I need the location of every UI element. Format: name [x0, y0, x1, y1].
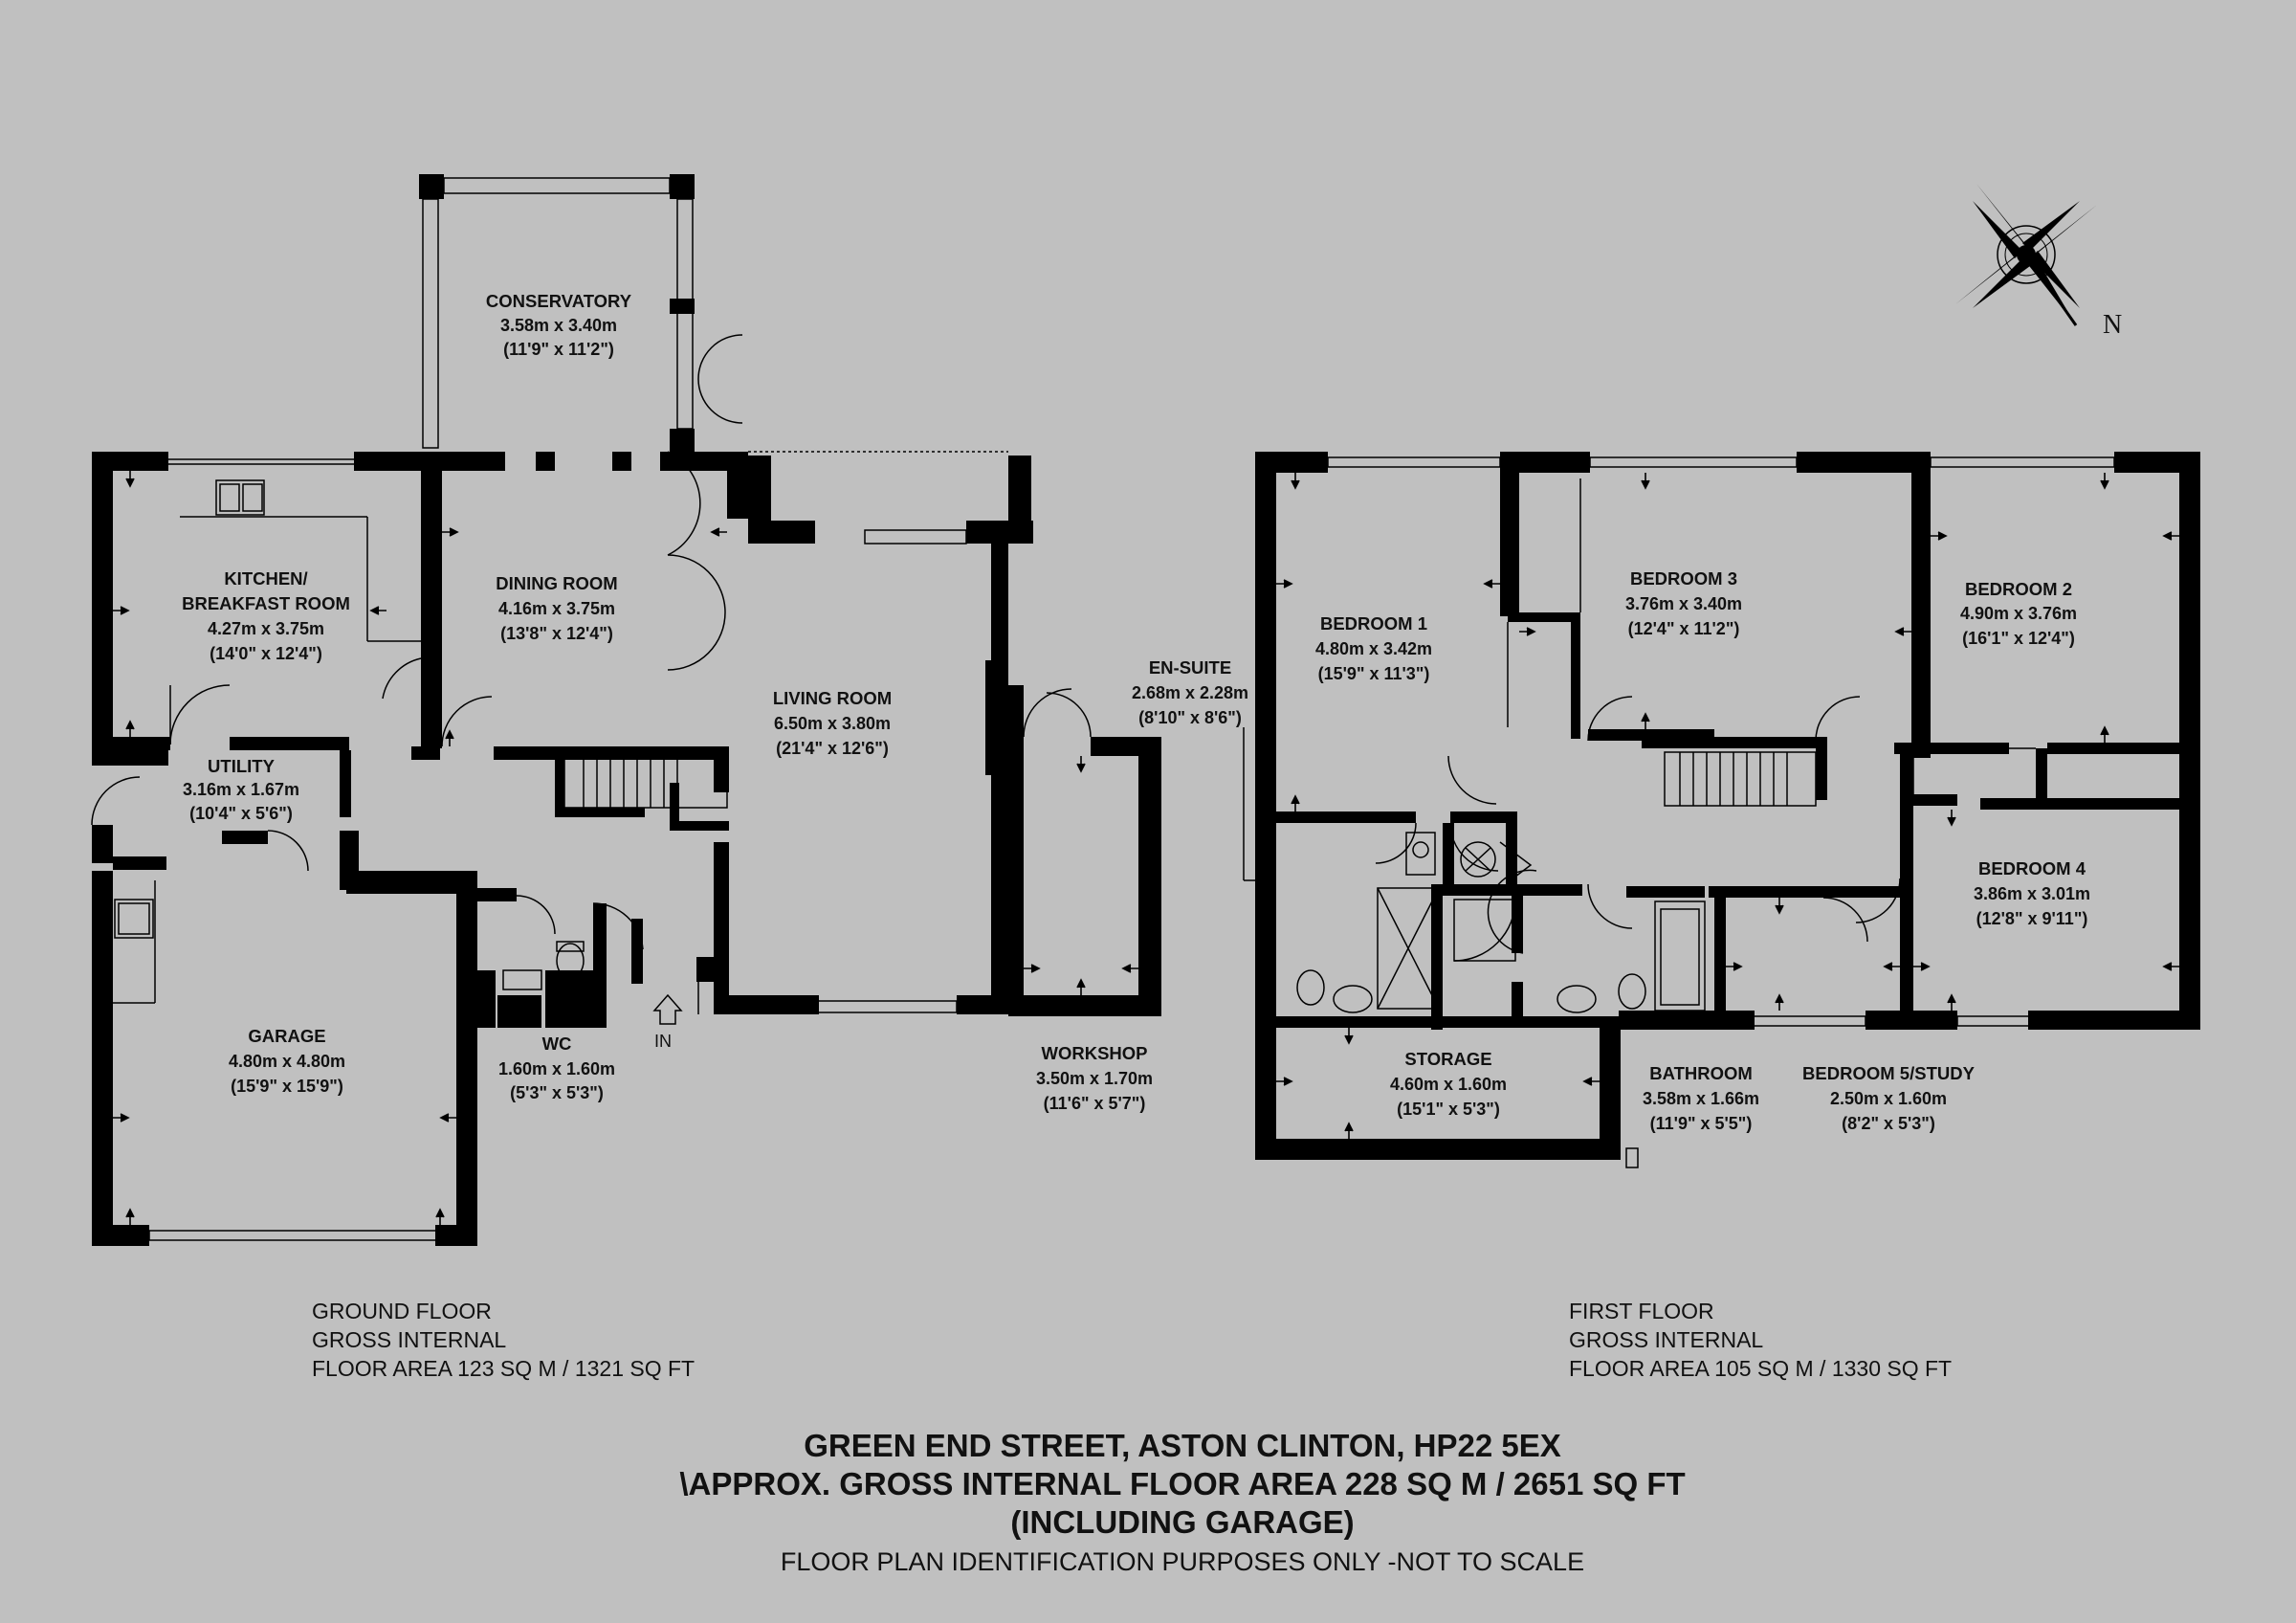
- room-utility: UTILITY 3.16m x 1.67m (10'4" x 5'6"): [183, 756, 299, 823]
- room-size-imperial: (10'4" x 5'6"): [189, 804, 293, 823]
- room-size-imperial: (15'9" x 11'3"): [1318, 664, 1430, 683]
- room-name: WC: [542, 1034, 572, 1054]
- ground-floor-area: GROUND FLOOR GROSS INTERNAL FLOOR AREA 1…: [312, 1299, 695, 1381]
- room-size-metric: 6.50m x 3.80m: [774, 714, 891, 733]
- compass-rose-icon: [1955, 184, 2097, 326]
- first-floor-title: FIRST FLOOR: [1569, 1299, 1714, 1323]
- room-bedroom-1: BEDROOM 1 4.80m x 3.42m (15'9" x 11'3"): [1315, 613, 1432, 683]
- room-conservatory: CONSERVATORY 3.58m x 3.40m (11'9" x 11'2…: [486, 291, 632, 359]
- ground-floor-windows: [97, 177, 1008, 1241]
- first-floor-plan: [1243, 452, 2200, 1168]
- ground-floor-walls: [92, 174, 1161, 1246]
- room-size-metric: 4.80m x 4.80m: [229, 1052, 345, 1071]
- room-size-imperial: (8'10" x 8'6"): [1138, 708, 1242, 727]
- room-size-metric: 3.50m x 1.70m: [1036, 1069, 1153, 1088]
- first-floor-subtitle: GROSS INTERNAL: [1569, 1327, 1763, 1352]
- room-labels: CONSERVATORY 3.58m x 3.40m (11'9" x 11'2…: [182, 291, 2090, 1133]
- room-name: BEDROOM 4: [1978, 858, 2086, 878]
- ground-floor-area-value: FLOOR AREA 123 SQ M / 1321 SQ FT: [312, 1356, 695, 1381]
- room-name: UTILITY: [208, 756, 276, 776]
- room-name: LIVING ROOM: [773, 688, 892, 708]
- room-bathroom: BATHROOM 3.58m x 1.66m (11'9" x 5'5"): [1643, 1063, 1759, 1133]
- room-size-imperial: (16'1" x 12'4"): [1962, 629, 2075, 648]
- room-size-imperial: (11'9" x 11'2"): [503, 340, 614, 359]
- room-bedroom-2: BEDROOM 2 4.90m x 3.76m (16'1" x 12'4"): [1960, 579, 2077, 648]
- room-size-metric: 1.60m x 1.60m: [498, 1059, 615, 1078]
- room-size-imperial: (15'1" x 5'3"): [1397, 1100, 1500, 1119]
- room-size-imperial: (5'3" x 5'3"): [510, 1083, 604, 1102]
- including-garage-note: (INCLUDING GARAGE): [1010, 1504, 1354, 1540]
- room-size-metric: 4.27m x 3.75m: [208, 619, 324, 638]
- room-size-metric: 3.58m x 3.40m: [500, 316, 617, 335]
- first-floor-area: FIRST FLOOR GROSS INTERNAL FLOOR AREA 10…: [1569, 1299, 1952, 1381]
- compass-north-label: N: [2103, 310, 2122, 340]
- room-name: DINING ROOM: [496, 573, 617, 593]
- room-size-imperial: (14'0" x 12'4"): [210, 644, 322, 663]
- room-bedroom-5-study: BEDROOM 5/STUDY 2.50m x 1.60m (8'2" x 5'…: [1802, 1063, 1976, 1133]
- room-size-imperial: (8'2" x 5'3"): [1842, 1114, 1935, 1133]
- first-floor-windows: [1243, 456, 2179, 1168]
- room-en-suite: EN-SUITE 2.68m x 2.28m (8'10" x 8'6"): [1132, 657, 1248, 727]
- room-name: BEDROOM 5/STUDY: [1802, 1063, 1976, 1083]
- room-name: WORKSHOP: [1042, 1043, 1148, 1063]
- room-name-line2: BREAKFAST ROOM: [182, 593, 350, 613]
- room-living-room: LIVING ROOM 6.50m x 3.80m (21'4" x 12'6"…: [773, 688, 892, 758]
- room-bedroom-4: BEDROOM 4 3.86m x 3.01m (12'8" x 9'11"): [1974, 858, 2090, 928]
- ground-floor-doors: [91, 334, 1092, 950]
- room-size-metric: 3.86m x 3.01m: [1974, 884, 2090, 903]
- ground-floor-stairs: [563, 755, 728, 809]
- room-size-imperial: (12'4" x 11'2"): [1628, 619, 1740, 638]
- room-storage: STORAGE 4.60m x 1.60m (15'1" x 5'3"): [1390, 1049, 1507, 1119]
- room-size-imperial: (12'8" x 9'11"): [1976, 909, 2088, 928]
- room-size-metric: 3.16m x 1.67m: [183, 780, 299, 799]
- room-name: CONSERVATORY: [486, 291, 632, 311]
- entrance-arrow: [652, 993, 683, 1025]
- room-size-imperial: (21'4" x 12'6"): [776, 739, 889, 758]
- room-size-metric: 4.80m x 3.42m: [1315, 639, 1432, 658]
- room-name: STORAGE: [1404, 1049, 1491, 1069]
- room-name: BEDROOM 2: [1965, 579, 2072, 599]
- room-garage: GARAGE 4.80m x 4.80m (15'9" x 15'9"): [229, 1026, 345, 1096]
- room-size-imperial: (11'9" x 5'5"): [1650, 1114, 1753, 1133]
- room-size-metric: 3.58m x 1.66m: [1643, 1089, 1759, 1108]
- title-block: GREEN END STREET, ASTON CLINTON, HP22 5E…: [679, 1428, 1685, 1576]
- room-wc: WC 1.60m x 1.60m (5'3" x 5'3"): [498, 1034, 615, 1102]
- room-size-imperial: (15'9" x 15'9"): [231, 1077, 343, 1096]
- ground-floor-dimension-arrows: [113, 471, 1138, 1225]
- room-name: EN-SUITE: [1149, 657, 1231, 678]
- first-floor-fixtures: [1296, 832, 1706, 1013]
- ground-floor-plan: [91, 174, 1161, 1246]
- entrance-label: IN: [654, 1032, 672, 1051]
- room-size-imperial: (13'8" x 12'4"): [500, 624, 613, 643]
- first-floor-stairs: [1664, 751, 1817, 807]
- room-size-metric: 2.68m x 2.28m: [1132, 683, 1248, 702]
- first-floor-walls: [1255, 452, 2200, 1160]
- room-name: BATHROOM: [1649, 1063, 1753, 1083]
- ground-floor-title: GROUND FLOOR: [312, 1299, 492, 1323]
- room-name: BEDROOM 1: [1320, 613, 1427, 634]
- room-size-metric: 2.50m x 1.60m: [1830, 1089, 1947, 1108]
- property-address: GREEN END STREET, ASTON CLINTON, HP22 5E…: [804, 1428, 1561, 1463]
- room-dining-room: DINING ROOM 4.16m x 3.75m (13'8" x 12'4"…: [496, 573, 617, 643]
- first-floor-doors: [1375, 696, 1901, 954]
- room-name: BEDROOM 3: [1630, 568, 1737, 589]
- ground-floor-fixtures: [114, 479, 699, 1014]
- room-size-imperial: (11'6" x 5'7"): [1044, 1094, 1146, 1113]
- room-size-metric: 4.16m x 3.75m: [498, 599, 615, 618]
- first-floor-area-value: FLOOR AREA 105 SQ M / 1330 SQ FT: [1569, 1356, 1952, 1381]
- first-floor-dimension-arrows: [1276, 473, 2179, 1139]
- room-kitchen: KITCHEN/ BREAKFAST ROOM 4.27m x 3.75m (1…: [182, 568, 350, 663]
- disclaimer: FLOOR PLAN IDENTIFICATION PURPOSES ONLY …: [781, 1547, 1584, 1576]
- room-bedroom-3: BEDROOM 3 3.76m x 3.40m (12'4" x 11'2"): [1625, 568, 1742, 638]
- room-size-metric: 4.90m x 3.76m: [1960, 604, 2077, 623]
- total-floor-area: \APPROX. GROSS INTERNAL FLOOR AREA 228 S…: [679, 1466, 1685, 1501]
- room-workshop: WORKSHOP 3.50m x 1.70m (11'6" x 5'7"): [1036, 1043, 1153, 1113]
- room-name: GARAGE: [248, 1026, 325, 1046]
- room-name: KITCHEN/: [224, 568, 307, 589]
- room-size-metric: 3.76m x 3.40m: [1625, 594, 1742, 613]
- ground-floor-subtitle: GROSS INTERNAL: [312, 1327, 506, 1352]
- room-size-metric: 4.60m x 1.60m: [1390, 1075, 1507, 1094]
